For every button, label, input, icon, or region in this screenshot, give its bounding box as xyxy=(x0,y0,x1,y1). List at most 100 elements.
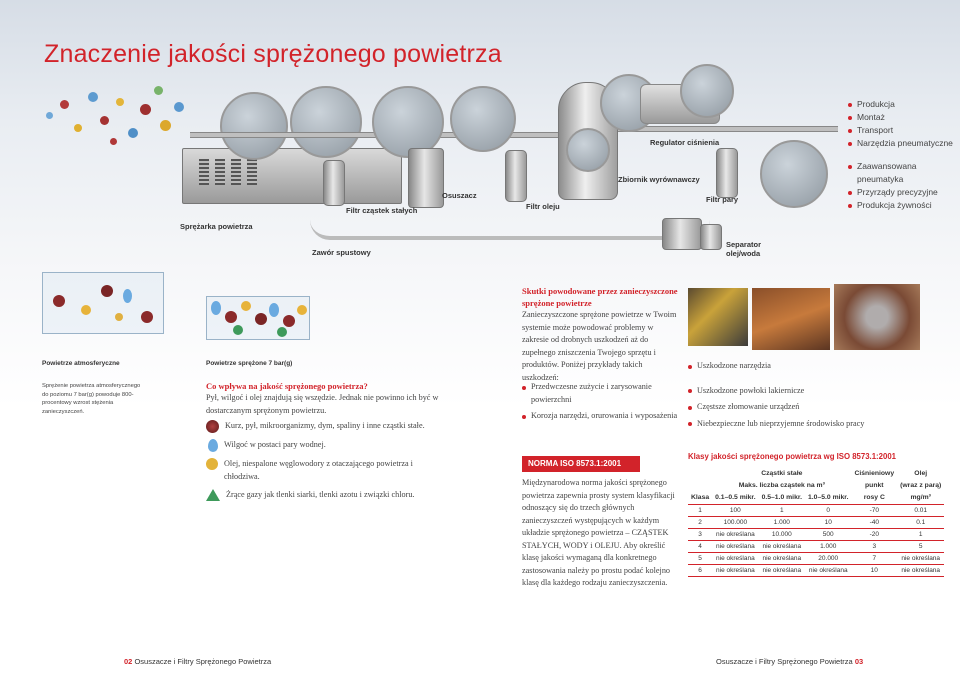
table-cell: 10 xyxy=(805,516,852,529)
table-cell: nie określana xyxy=(758,564,806,577)
list-item: Częstsze złomowanie urządzeń xyxy=(688,401,918,414)
drain-pipe xyxy=(310,206,710,240)
table-cell: 1.000 xyxy=(805,540,852,553)
list-item: Przyrządy precyzyjne xyxy=(848,186,948,199)
footer-text: Osuszacze i Filtry Sprężonego Powietrza xyxy=(134,657,272,666)
page-number: 03 xyxy=(854,657,864,666)
table-cell: 5 xyxy=(688,552,713,565)
table-cell: 6 xyxy=(688,564,713,577)
table-cell: nie określana xyxy=(712,564,759,577)
list-item: Niebezpieczne lub nieprzyjemne środowisk… xyxy=(688,418,918,431)
table-cell: nie określana xyxy=(758,552,806,565)
atmospheric-air-description: Sprężenie powietrza atmosferycznego do p… xyxy=(42,383,141,415)
contaminants-legend: Kurz, pył, mikroorganizmy, dym, spaliny … xyxy=(206,420,471,502)
table-cell: 0.01 xyxy=(897,504,945,517)
table-row: 4 nie określana nie określana 1.000 3 5 xyxy=(688,540,945,553)
table-header: rosy C xyxy=(851,492,898,505)
oil-filter-icon xyxy=(505,150,527,202)
table-cell: nie określana xyxy=(712,528,759,541)
particle-filter-icon xyxy=(323,160,345,206)
particle-view-icon xyxy=(220,92,288,160)
table-row: 1 100 1 0 -70 0.01 xyxy=(688,504,945,517)
water-drop-icon xyxy=(208,439,218,452)
effects-list-right: Uszkodzone narzędzia Uszkodzone powłoki … xyxy=(688,360,918,430)
dryer-icon xyxy=(408,148,444,208)
table-cell: 7 xyxy=(851,552,898,565)
oil-drop-icon xyxy=(206,458,218,470)
tank-window-icon xyxy=(566,128,610,172)
table-cell: 100 xyxy=(712,504,759,517)
drain-valve-label: Zawór spustowy xyxy=(312,248,371,257)
particle-view-icon xyxy=(450,86,516,152)
table-cell: 4 xyxy=(688,540,713,553)
table-cell: 500 xyxy=(805,528,852,541)
table-cell: -70 xyxy=(851,504,898,517)
iso-badge: NORMA ISO 8573.1:2001 xyxy=(522,456,640,472)
particle-cloud-icon xyxy=(40,72,190,162)
table-cell: 2 xyxy=(688,516,713,529)
table-cell: 0.1 xyxy=(897,516,945,529)
table-title: Klasy jakości sprężonego powietrza wg IS… xyxy=(688,452,897,461)
compressed-air-text: Pył, wilgoć i olej znajdują się wszędzie… xyxy=(206,393,439,415)
table-header: 1.0–5.0 mikr. xyxy=(805,492,852,505)
oil-filter-label: Filtr oleju xyxy=(526,202,560,211)
table-header: (wraz z parą) xyxy=(900,482,942,489)
table-cell: 10.000 xyxy=(758,528,806,541)
applications-list-top: Produkcja Montaż Transport Narzędzia pne… xyxy=(848,98,953,150)
applications-list-mid: Zaawansowana pneumatyka Przyrządy precyz… xyxy=(848,160,948,212)
page-number: 02 xyxy=(124,657,133,666)
table-cell: nie określana xyxy=(897,552,945,565)
particle-view-icon xyxy=(290,86,362,158)
vapor-filter-icon xyxy=(716,148,738,198)
table-cell: 100.000 xyxy=(712,516,759,529)
table-cell: nie określana xyxy=(897,564,945,577)
tank-label: Zbiornik wyrównawczy xyxy=(618,175,700,184)
table-header: 0.5–1.0 mikr. xyxy=(758,492,806,505)
table-header: Ciśnieniowy xyxy=(854,470,895,477)
compressed-air-cube xyxy=(206,296,310,340)
vapor-filter-label: Filtr pary xyxy=(706,195,739,204)
compressed-air-system-diagram: Regulator ciśnienia Zbiornik wyrównawczy… xyxy=(0,0,960,270)
effects-text: Zanieczyszczone sprężone powietrze w Two… xyxy=(522,310,677,382)
legend-item-text: Żrące gazy jak tlenki siarki, tlenki azo… xyxy=(226,490,415,499)
table-header: Cząstki stałe xyxy=(761,470,803,477)
table-cell: 1 xyxy=(688,504,713,517)
table-header: mg/m³ xyxy=(897,492,945,505)
footer-text: Osuszacze i Filtry Sprężonego Powietrza xyxy=(716,657,853,666)
oil-water-separator-icon xyxy=(662,218,702,250)
page-title: Znaczenie jakości sprężonego powietrza xyxy=(44,40,502,68)
quality-classes-table: Cząstki stałe Ciśnieniowy Olej Maks. lic… xyxy=(688,468,945,577)
corroded-pipe-photo xyxy=(752,288,830,350)
table-header: Klasa xyxy=(688,492,713,505)
table-header: Maks. liczba cząstek na m³ xyxy=(738,482,825,489)
table-cell: -20 xyxy=(851,528,898,541)
list-item: Korozja narzędzi, orurowania i wyposażen… xyxy=(522,410,687,423)
table-header xyxy=(688,480,712,492)
table-cell: 5 xyxy=(897,540,945,553)
list-item: Produkcja żywności xyxy=(848,199,948,212)
legend-item-text: Olej, niespalone węglowodory z otaczając… xyxy=(224,459,413,481)
list-item: Montaż xyxy=(848,111,953,124)
list-item: Produkcja xyxy=(848,98,953,111)
compressor-icon xyxy=(182,148,402,204)
damaged-tools-photo xyxy=(688,288,748,346)
table-cell: nie określana xyxy=(712,552,759,565)
compressed-air-heading: Co wpływa na jakość sprężonego powietrza… xyxy=(206,381,368,391)
table-row: 3 nie określana 10.000 500 -20 1 xyxy=(688,528,945,541)
list-item: Narzędzia pneumatyczne xyxy=(848,137,953,150)
particle-filter-label: Filtr cząstek stałych xyxy=(346,206,418,215)
iso-text: Międzynarodowa norma jakości sprężonego … xyxy=(522,478,675,587)
table-header: 0.1–0.5 mikr. xyxy=(712,492,759,505)
gas-icon xyxy=(206,489,220,501)
table-cell: 1 xyxy=(897,528,945,541)
list-item: Uszkodzone narzędzia xyxy=(688,360,918,373)
footer-left: 02 Osuszacze i Filtry Sprężonego Powietr… xyxy=(124,657,271,666)
main-pipe xyxy=(618,126,838,132)
list-item: Uszkodzone powłoki lakiernicze xyxy=(688,385,918,398)
footer-right: Osuszacze i Filtry Sprężonego Powietrza … xyxy=(716,657,863,666)
table-cell: 10 xyxy=(851,564,898,577)
table-row: 6 nie określana nie określana nie określ… xyxy=(688,564,945,577)
compressed-air-label: Powietrze sprężone 7 bar(g) xyxy=(206,360,293,367)
table-cell: 20.000 xyxy=(805,552,852,565)
table-cell: 1.000 xyxy=(758,516,806,529)
